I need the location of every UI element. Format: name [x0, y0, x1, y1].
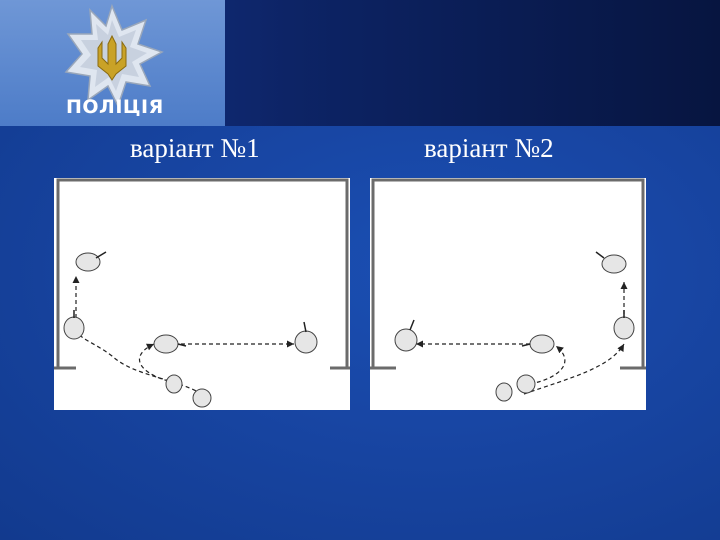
- trident-icon: [97, 34, 127, 81]
- officer-figure: [394, 328, 418, 352]
- officer-figure: [601, 254, 627, 274]
- room-wall: [56, 178, 349, 368]
- variant-2-caption: варіант №2: [424, 133, 554, 163]
- police-logo: ПОЛІЦІЯ: [0, 0, 225, 126]
- officer-figure: [529, 334, 555, 354]
- room-wall: [371, 178, 645, 368]
- variant-1-caption: варіант №1: [130, 133, 260, 163]
- variant-2-diagram: [370, 178, 646, 410]
- variant-1-diagram: [54, 178, 350, 410]
- officer-figure: [613, 316, 635, 340]
- officer-figure: [294, 330, 318, 354]
- officer-figure: [63, 316, 85, 340]
- officer-figure: [75, 252, 101, 272]
- officer-figure: [516, 374, 536, 394]
- officer-figure: [153, 334, 179, 354]
- logo-text: ПОЛІЦІЯ: [66, 96, 164, 118]
- officer-figure: [165, 374, 183, 394]
- officer-figure: [495, 382, 513, 402]
- officer-figure: [192, 388, 212, 408]
